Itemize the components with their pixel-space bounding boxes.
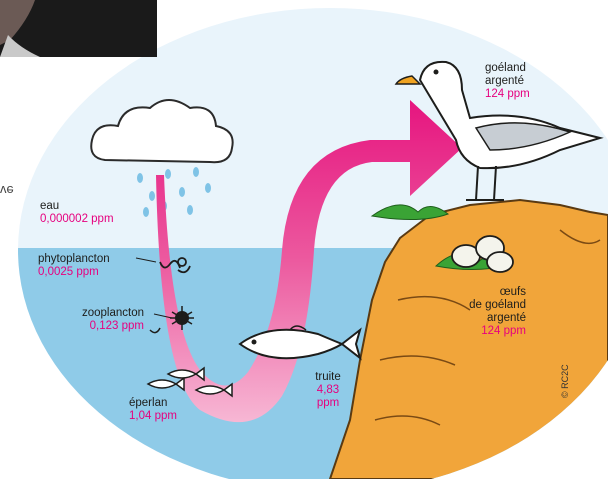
label-zooplancton: zooplancton 0,123 ppm [44, 307, 144, 333]
eperlan-value: 1,04 ppm [129, 410, 177, 423]
oeufs-value: 124 ppm [436, 325, 526, 338]
stray-text-fragment: ve [0, 183, 14, 198]
eperlan-name: éperlan [129, 397, 177, 410]
eau-value: 0,000002 ppm [40, 213, 114, 226]
label-truite: truite 4,83 ppm [306, 371, 350, 410]
copyright-credit: © RC2C [560, 364, 570, 398]
label-goeland: goéland argenté 124 ppm [485, 62, 530, 101]
goeland-line2: argenté [485, 75, 530, 88]
oeufs-line1: œufs [436, 286, 526, 299]
zooplancton-name: zooplancton [44, 307, 144, 320]
goeland-value: 124 ppm [485, 88, 530, 101]
label-oeufs: œufs de goéland argenté 124 ppm [436, 286, 526, 338]
label-phytoplancton: phytoplancton 0,0025 ppm [38, 253, 110, 279]
label-eperlan: éperlan 1,04 ppm [129, 397, 177, 423]
oeufs-line3: argenté [436, 312, 526, 325]
phytoplancton-value: 0,0025 ppm [38, 266, 110, 279]
phytoplancton-name: phytoplancton [38, 253, 110, 266]
oeufs-line2: de goéland [436, 299, 526, 312]
zooplancton-value: 0,123 ppm [44, 320, 144, 333]
truite-unit: ppm [306, 397, 350, 410]
label-eau: eau 0,000002 ppm [40, 200, 114, 226]
truite-name: truite [306, 371, 350, 384]
eau-name: eau [40, 200, 114, 213]
truite-value: 4,83 [306, 384, 350, 397]
goeland-line1: goéland [485, 62, 530, 75]
